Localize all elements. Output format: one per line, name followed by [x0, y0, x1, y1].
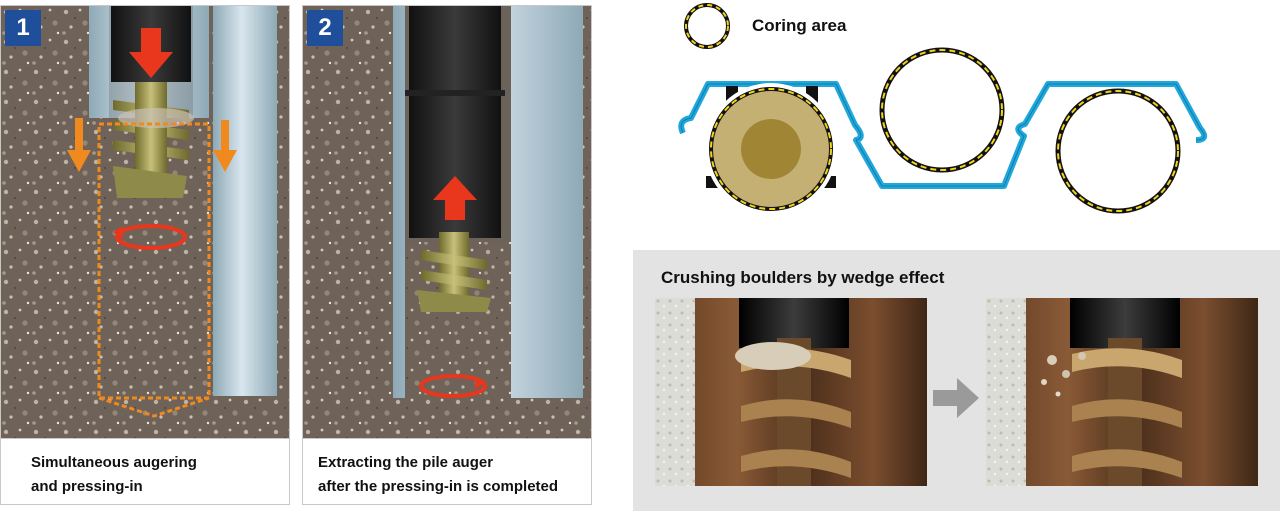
crushing-title: Crushing boulders by wedge effect [661, 268, 945, 287]
rotation-arrow [115, 224, 187, 250]
pile-down-arrow-right [213, 120, 237, 172]
auger-photo-before [655, 298, 927, 486]
pile-down-arrow-left [67, 118, 91, 172]
step-2-panel: 2 Extracting the pile auger after the pr… [302, 5, 592, 505]
extract-up-arrow [433, 176, 477, 220]
step-caption: Simultaneous augering and pressing-in [1, 438, 289, 504]
coring-area-diagram [678, 3, 1208, 215]
caption-line-2: after the pressing-in is completed [318, 478, 559, 495]
auger-head [113, 166, 187, 198]
boulder [735, 342, 811, 370]
auger-head [417, 290, 491, 312]
auger-flight [1072, 348, 1182, 378]
crushing-boulders-panel: Crushing boulders by wedge effect [633, 250, 1280, 511]
legend-ring-dash [685, 4, 729, 48]
progression-arrow [933, 378, 979, 418]
auger-flight [421, 250, 487, 290]
crushed-fragments [1041, 352, 1086, 397]
augering-scene [1, 6, 289, 438]
step-badge: 1 [5, 10, 41, 46]
step-caption: Extracting the pile auger after the pres… [303, 438, 591, 504]
caption-line-1: Extracting the pile auger [318, 454, 494, 471]
coring-area-label: Coring area [752, 16, 847, 35]
step-1-panel: 1 Simultaneous augering and pressing-in [0, 5, 290, 505]
caption-line-2: and pressing-in [31, 478, 143, 495]
step-badge: 2 [307, 10, 343, 46]
caption-line-1: Simultaneous augering [31, 454, 197, 471]
auger-core [741, 119, 801, 179]
sheet-pile-right [213, 6, 277, 396]
press-down-arrow [129, 28, 173, 78]
extracting-scene [303, 6, 591, 438]
rotation-arrow [419, 374, 487, 398]
auger-photo-after [986, 298, 1258, 486]
